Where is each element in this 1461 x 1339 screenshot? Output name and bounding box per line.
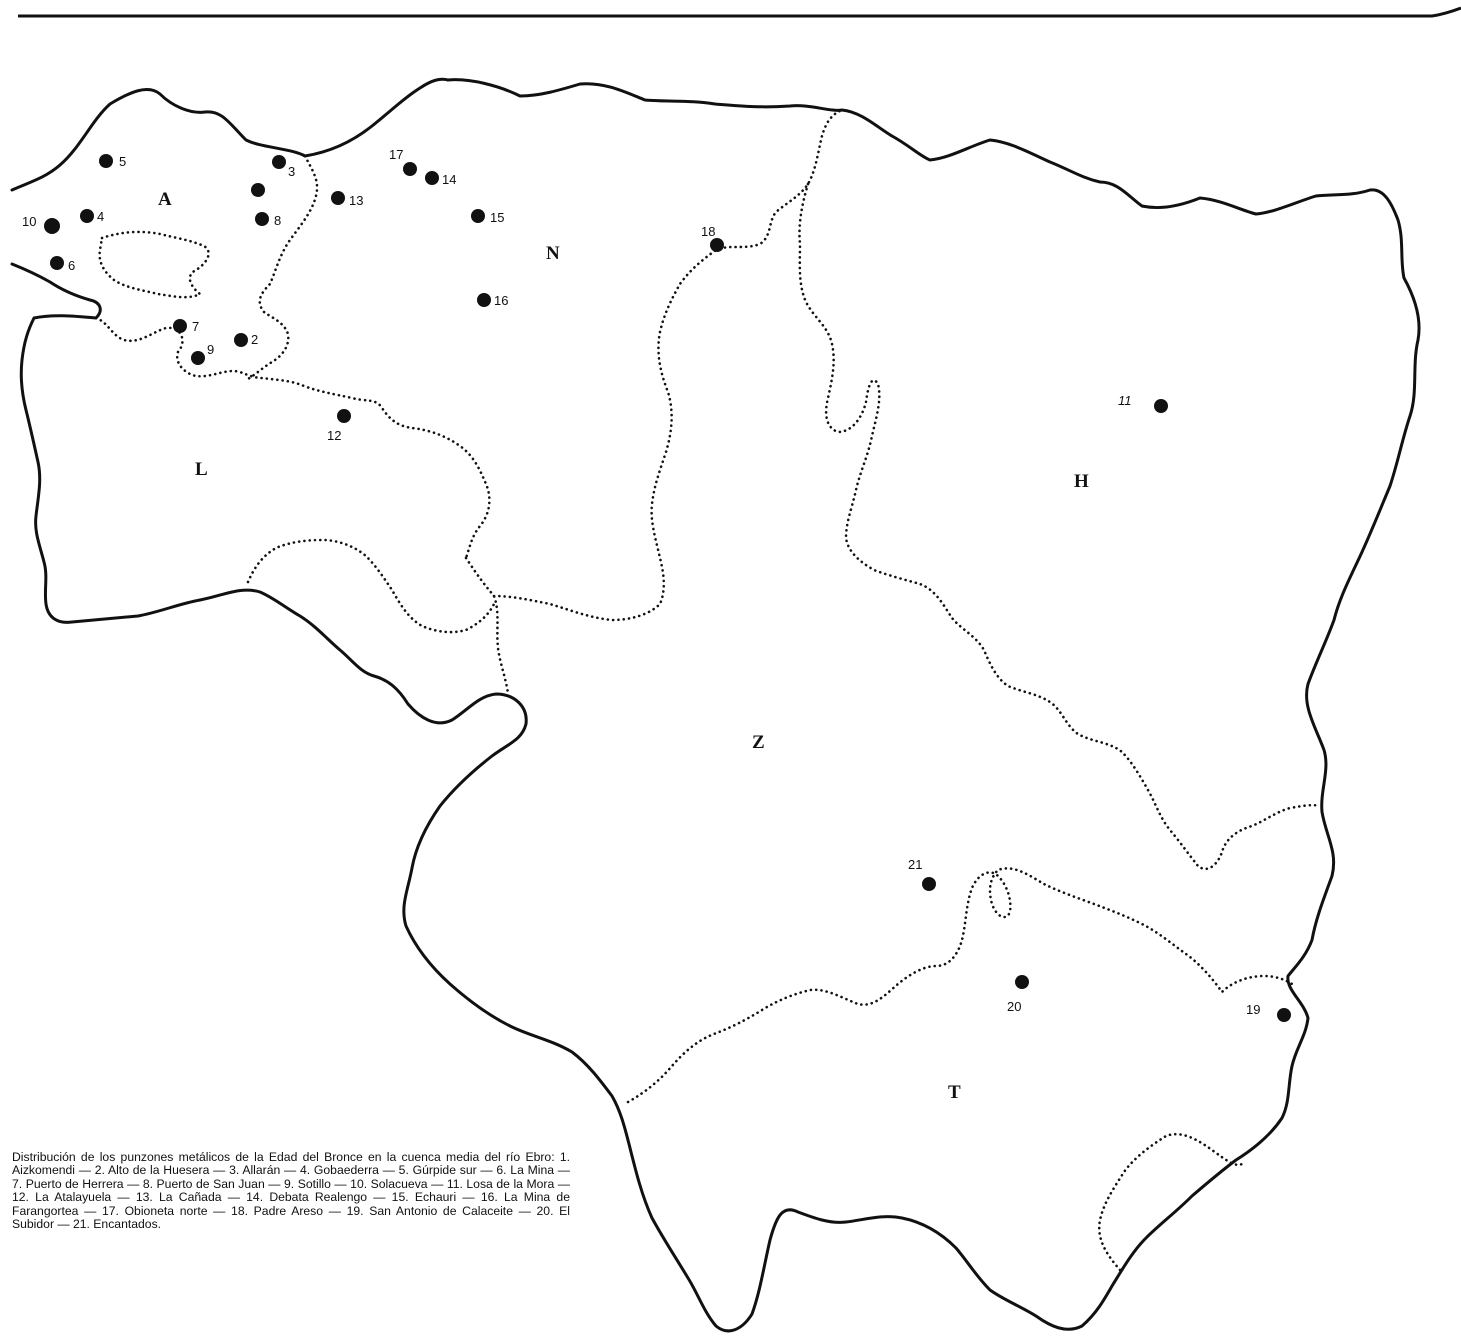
boundary-rioja-zaragoza-lobe bbox=[246, 538, 496, 634]
site-number-label: 8 bbox=[274, 213, 281, 228]
site-number-label: 15 bbox=[490, 210, 504, 225]
site-marker-4: 4 bbox=[80, 209, 104, 224]
site-number-label: 14 bbox=[442, 172, 456, 187]
site-number-label: 21 bbox=[908, 857, 922, 872]
site-dot bbox=[477, 293, 491, 307]
site-dot-unlabeled bbox=[251, 183, 265, 197]
site-dot bbox=[234, 333, 248, 347]
site-number-label: 9 bbox=[207, 342, 214, 357]
site-number-label: 2 bbox=[251, 332, 258, 347]
site-dot bbox=[331, 191, 345, 205]
site-number-label: 6 bbox=[68, 258, 75, 273]
site-dot bbox=[1277, 1008, 1291, 1022]
site-number-label: 3 bbox=[288, 164, 295, 179]
map-caption: Distribución de los punzones metálicos d… bbox=[12, 1150, 570, 1232]
site-number-label: 18 bbox=[701, 224, 715, 239]
site-marker-16: 16 bbox=[477, 293, 508, 308]
site-dot bbox=[425, 171, 439, 185]
boundary-alava-navarra bbox=[244, 154, 319, 382]
site-number-label: 13 bbox=[349, 193, 363, 208]
site-marker-19: 19 bbox=[1246, 1002, 1291, 1022]
site-marker-12: 12 bbox=[327, 409, 351, 443]
site-marker-13: 13 bbox=[331, 191, 363, 208]
site-marker-10: 10 bbox=[22, 214, 60, 234]
site-dot bbox=[173, 319, 187, 333]
site-marker-7: 7 bbox=[173, 319, 199, 334]
site-marker-20: 20 bbox=[1007, 975, 1029, 1014]
boundary-navarra-zaragoza bbox=[464, 108, 844, 696]
site-dot bbox=[80, 209, 94, 223]
outer-boundary bbox=[10, 77, 1421, 1333]
boundary-alava-rioja bbox=[94, 316, 491, 560]
site-dot bbox=[1154, 399, 1168, 413]
top-rule-line bbox=[18, 6, 1461, 18]
region-label-navarra: N bbox=[546, 243, 560, 264]
site-marker-2: 2 bbox=[234, 332, 258, 347]
site-number-label: 4 bbox=[97, 209, 104, 224]
site-marker-9: 9 bbox=[191, 342, 214, 365]
site-number-label: 12 bbox=[327, 428, 341, 443]
region-label-zaragoza: Z bbox=[752, 732, 765, 753]
site-number-label: 11 bbox=[1118, 393, 1132, 408]
site-marker-11: 11 bbox=[1118, 393, 1168, 413]
region-label-huesca: H bbox=[1074, 471, 1089, 492]
site-marker-6: 6 bbox=[50, 256, 75, 273]
site-marker-8: 8 bbox=[255, 212, 281, 228]
site-number-label: 17 bbox=[389, 147, 403, 162]
site-number-label: 5 bbox=[119, 154, 126, 169]
site-dot bbox=[44, 218, 60, 234]
region-label-teruel: T bbox=[948, 1082, 961, 1103]
site-dot bbox=[337, 409, 351, 423]
site-number-label: 19 bbox=[1246, 1002, 1260, 1017]
site-number-label: 7 bbox=[192, 319, 199, 334]
boundary-alava-enclave bbox=[98, 230, 210, 299]
site-marker-3: 3 bbox=[272, 155, 295, 179]
site-marker-21: 21 bbox=[908, 857, 936, 891]
site-dot bbox=[255, 212, 269, 226]
site-dot bbox=[471, 209, 485, 223]
boundary-navarra-huesca bbox=[798, 182, 1322, 871]
site-marker-18: 18 bbox=[701, 224, 724, 252]
site-dot bbox=[99, 154, 113, 168]
region-label-rioja: L bbox=[195, 459, 208, 480]
site-number-label: 16 bbox=[494, 293, 508, 308]
site-dot bbox=[1015, 975, 1029, 989]
site-dot bbox=[710, 238, 724, 252]
site-marker-14: 14 bbox=[425, 171, 456, 187]
site-dot bbox=[403, 162, 417, 176]
site-dot bbox=[922, 877, 936, 891]
region-label-alava: A bbox=[158, 189, 172, 210]
site-marker-5: 5 bbox=[99, 154, 126, 169]
site-dot bbox=[50, 256, 64, 270]
site-number-label: 10 bbox=[22, 214, 36, 229]
site-marker-15: 15 bbox=[471, 209, 504, 225]
site-number-label: 20 bbox=[1007, 999, 1021, 1014]
site-marker-17: 17 bbox=[389, 147, 417, 176]
site-dot bbox=[191, 351, 205, 365]
boundary-teruel-south bbox=[1097, 1132, 1246, 1272]
site-dot bbox=[272, 155, 286, 169]
boundary-zaragoza-teruel bbox=[626, 867, 1294, 1104]
